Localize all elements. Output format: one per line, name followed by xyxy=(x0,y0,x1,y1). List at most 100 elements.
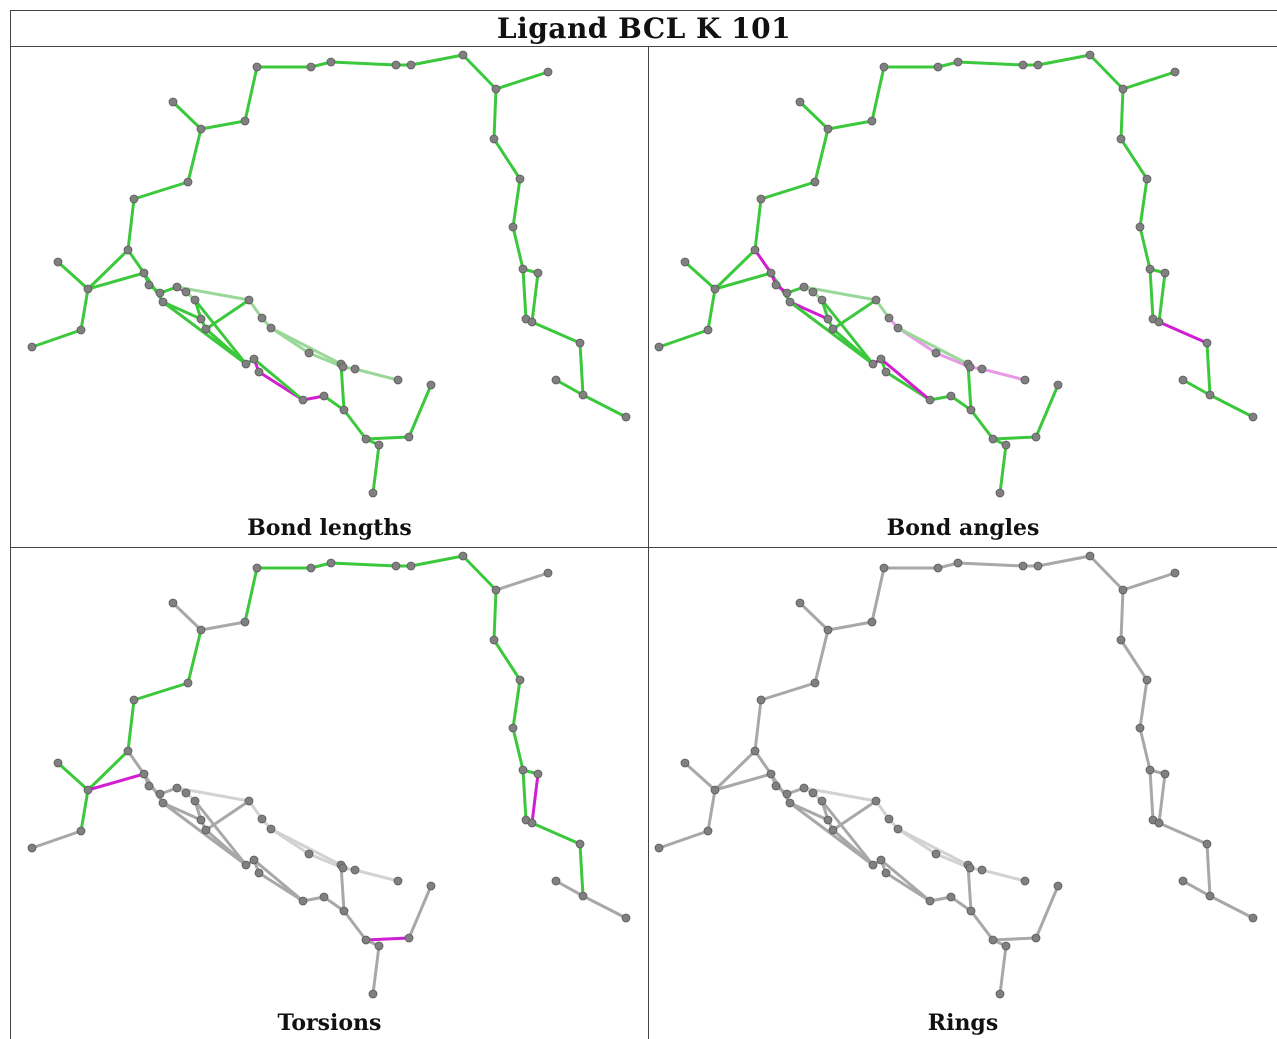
atom xyxy=(946,391,956,401)
bond xyxy=(132,180,190,201)
atom xyxy=(1135,723,1145,733)
bond xyxy=(759,681,817,702)
atom xyxy=(368,989,378,999)
bond xyxy=(1119,87,1125,141)
bond xyxy=(409,554,465,568)
atom xyxy=(876,354,886,364)
atom xyxy=(190,796,200,806)
atom xyxy=(144,781,154,791)
bond xyxy=(126,197,136,252)
atom xyxy=(201,825,211,835)
panel-caption-rings: Rings xyxy=(927,1010,999,1036)
atom xyxy=(680,257,690,267)
atom xyxy=(867,116,877,126)
bond xyxy=(521,267,528,321)
atom xyxy=(306,563,316,573)
atom xyxy=(196,314,206,324)
bond xyxy=(713,271,773,291)
atom xyxy=(196,625,206,635)
atom xyxy=(823,815,833,825)
atom xyxy=(771,280,781,290)
bond xyxy=(494,571,550,592)
atom xyxy=(158,297,168,307)
bond xyxy=(193,799,248,867)
atom xyxy=(995,989,1005,999)
atom xyxy=(884,313,894,323)
atom xyxy=(543,67,553,77)
atom xyxy=(823,314,833,324)
bond xyxy=(364,435,411,441)
atom xyxy=(925,395,935,405)
atom xyxy=(426,380,436,390)
atom xyxy=(1033,60,1043,70)
atom xyxy=(183,177,193,187)
bond xyxy=(364,936,411,942)
bond xyxy=(1119,137,1149,181)
atom xyxy=(1170,568,1180,578)
bond xyxy=(407,884,433,940)
panel-bond-lengths: Bond lengths xyxy=(11,47,648,547)
bond xyxy=(86,248,130,291)
bond xyxy=(980,868,1027,883)
bond xyxy=(409,53,465,67)
atom xyxy=(172,783,182,793)
atom xyxy=(893,824,903,834)
bond xyxy=(132,681,190,702)
atom xyxy=(168,598,178,608)
atom xyxy=(155,789,165,799)
bond xyxy=(339,863,346,913)
atom xyxy=(1053,881,1063,891)
bond xyxy=(1157,320,1209,345)
atom xyxy=(190,295,200,305)
atom xyxy=(1248,412,1258,422)
bond xyxy=(1157,772,1167,825)
bond xyxy=(1138,177,1149,229)
atom xyxy=(1154,818,1164,828)
bond xyxy=(788,801,830,822)
bond xyxy=(1138,225,1152,271)
atom xyxy=(808,788,818,798)
atom xyxy=(458,551,468,561)
atom xyxy=(710,785,720,795)
bond xyxy=(30,328,83,349)
atom xyxy=(350,364,360,374)
atom xyxy=(304,849,314,859)
atom xyxy=(785,798,795,808)
bond xyxy=(329,60,398,67)
atom xyxy=(123,245,133,255)
atom xyxy=(168,97,178,107)
bond xyxy=(998,944,1008,996)
atom xyxy=(1116,635,1126,645)
bond xyxy=(186,127,203,184)
bond xyxy=(657,328,710,349)
bond xyxy=(870,65,886,123)
atom xyxy=(129,194,139,204)
bond xyxy=(991,435,1038,441)
bond xyxy=(820,298,875,366)
atom xyxy=(868,860,878,870)
atom xyxy=(27,342,37,352)
bond xyxy=(753,197,763,252)
bond xyxy=(980,367,1027,382)
atom xyxy=(257,313,267,323)
atom xyxy=(249,354,259,364)
atom xyxy=(53,758,63,768)
bond xyxy=(461,554,498,592)
atom xyxy=(1085,551,1095,561)
panel-caption-bond-angles: Bond angles xyxy=(886,515,1040,541)
atom xyxy=(1001,440,1011,450)
bond xyxy=(713,749,757,792)
atom xyxy=(254,367,264,377)
bond xyxy=(204,799,251,832)
bond xyxy=(407,383,433,439)
bond xyxy=(511,726,525,772)
bond xyxy=(530,271,540,324)
bond xyxy=(1088,554,1125,592)
atom xyxy=(965,362,975,372)
atom xyxy=(129,695,139,705)
atom xyxy=(196,815,206,825)
atom xyxy=(393,375,403,385)
bond xyxy=(371,443,381,495)
bond xyxy=(956,60,1025,67)
bond xyxy=(511,678,522,730)
